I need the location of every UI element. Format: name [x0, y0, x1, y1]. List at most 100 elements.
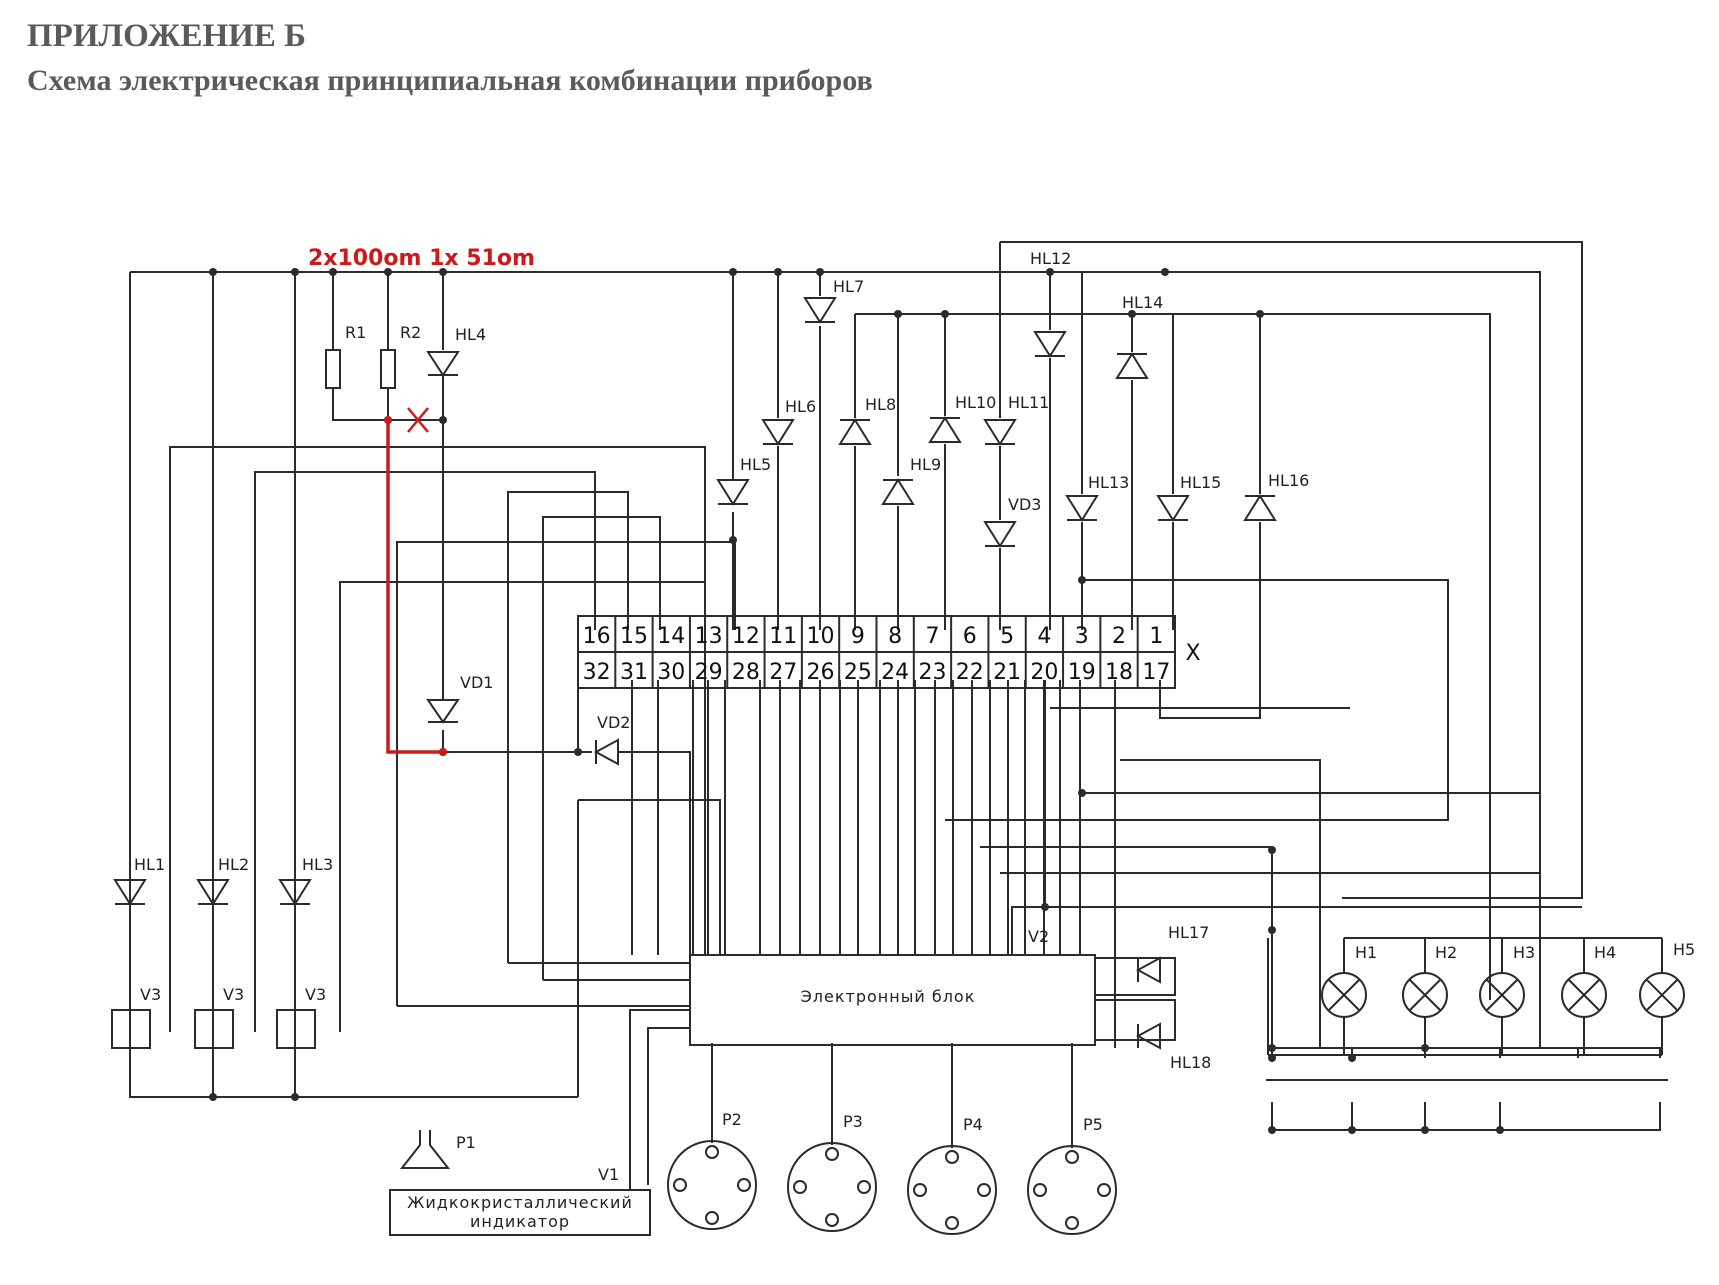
lcd-line2: индикатор	[470, 1212, 570, 1231]
label-v3-3: V3	[305, 985, 326, 1004]
diode-vd1	[426, 699, 460, 724]
label-hl10: HL10	[955, 393, 996, 412]
label-hl3: HL3	[302, 855, 333, 874]
electronic-block	[689, 954, 1096, 1046]
connector-pin-bottom: 29	[695, 660, 723, 685]
sensor-v3-3	[276, 1009, 316, 1049]
connector-pin-top: 9	[851, 624, 865, 649]
connector-pin-top: 15	[620, 624, 648, 649]
label-p1: P1	[456, 1133, 476, 1152]
led-hl9	[881, 478, 915, 505]
connector-pin-top: 6	[963, 624, 977, 649]
diode-vd2	[593, 738, 619, 766]
label-p3: P3	[843, 1112, 863, 1131]
led-hl1	[113, 879, 147, 906]
connector-pin-bottom: 26	[807, 660, 835, 685]
label-h5: H5	[1673, 940, 1695, 959]
label-v2: V2	[1028, 927, 1049, 946]
label-h3: H3	[1513, 943, 1535, 962]
lamp-h3	[1479, 972, 1525, 1018]
led-hl15	[1156, 495, 1190, 522]
led-hl8	[838, 418, 872, 445]
connector-pin-top: 7	[925, 624, 939, 649]
connector-pin-bottom: 30	[657, 660, 685, 685]
led-hl5	[716, 479, 750, 506]
label-hl2: HL2	[218, 855, 249, 874]
gauge-p3	[787, 1142, 877, 1232]
label-hl11: HL11	[1008, 393, 1049, 412]
label-r2: R2	[400, 323, 421, 342]
label-hl17: HL17	[1168, 923, 1209, 942]
label-hl12: HL12	[1030, 249, 1071, 268]
label-hl15: HL15	[1180, 473, 1221, 492]
connector-pin-bottom: 18	[1105, 660, 1133, 685]
connector-pin-top: 16	[583, 624, 611, 649]
connector-pin-top: 12	[732, 624, 760, 649]
label-hl7: HL7	[833, 277, 864, 296]
red-modification	[384, 407, 447, 756]
connector-pin-bottom: 25	[844, 660, 872, 685]
connector-pin-bottom: 28	[732, 660, 760, 685]
led-hl11	[983, 419, 1017, 446]
lamp-h5	[1639, 972, 1685, 1018]
label-hl9: HL9	[910, 455, 941, 474]
connector-pin-bottom: 24	[881, 660, 909, 685]
label-v3-1: V3	[140, 985, 161, 1004]
label-hl16: HL16	[1268, 471, 1309, 490]
connector-pin-top: 2	[1112, 624, 1126, 649]
diode-vd3	[983, 521, 1017, 548]
label-p4: P4	[963, 1115, 983, 1134]
label-r1: R1	[345, 323, 366, 342]
connector-pin-top: 5	[1000, 624, 1014, 649]
connector-pin-top: 13	[695, 624, 723, 649]
connector-pin-bottom: 31	[620, 660, 648, 685]
connector-pin-bottom: 22	[956, 660, 984, 685]
label-hl8: HL8	[865, 395, 896, 414]
connector-x: 1632153114301329122811271026925824723622…	[577, 615, 1176, 689]
diagram-subtitle: Схема электрическая принципиальная комби…	[27, 64, 873, 97]
led-hl18	[1135, 1022, 1161, 1050]
label-p5: P5	[1083, 1115, 1103, 1134]
led-hl2	[196, 879, 230, 906]
led-hl12	[1033, 331, 1067, 358]
label-hl14: HL14	[1122, 293, 1163, 312]
connector-pin-bottom: 27	[769, 660, 797, 685]
label-connector-x: X	[1185, 641, 1200, 666]
label-hl1: HL1	[134, 855, 165, 874]
connector-pin-top: 10	[807, 624, 835, 649]
label-vd3: VD3	[1008, 495, 1041, 514]
lamp-wiring	[1267, 937, 1663, 1056]
led-hl13	[1065, 495, 1099, 522]
connector-pin-top: 8	[888, 624, 902, 649]
label-v1: V1	[598, 1165, 619, 1184]
gauge-p5	[1027, 1145, 1117, 1235]
label-hl6: HL6	[785, 397, 816, 416]
wires	[129, 241, 1668, 1191]
connector-pin-bottom: 21	[993, 660, 1021, 685]
lcd-line1: Жидкокристаллический	[407, 1193, 633, 1212]
gauge-p2	[667, 1140, 757, 1230]
connector-pin-top: 3	[1075, 624, 1089, 649]
led-hl3	[278, 879, 312, 906]
label-hl18: HL18	[1170, 1053, 1211, 1072]
lamp-h2	[1402, 972, 1448, 1018]
connector-pin-top: 1	[1149, 624, 1163, 649]
led-hl17	[1135, 956, 1161, 984]
resistor-r1	[325, 349, 341, 389]
connector-pin-bottom: 32	[583, 660, 611, 685]
label-v3-2: V3	[223, 985, 244, 1004]
label-p2: P2	[722, 1110, 742, 1129]
led-hl16	[1243, 494, 1277, 521]
lcd-indicator	[389, 1189, 651, 1236]
led-hl6	[761, 419, 795, 446]
label-h1: H1	[1355, 943, 1377, 962]
label-h2: H2	[1435, 943, 1457, 962]
label-electronic-block: Электронный блок	[801, 987, 976, 1006]
gauge-p4	[907, 1145, 997, 1235]
label-h4: H4	[1594, 943, 1616, 962]
connector-pin-bottom: 19	[1068, 660, 1096, 685]
label-hl13: HL13	[1088, 473, 1129, 492]
appendix-title: ПРИЛОЖЕНИЕ Б	[27, 18, 306, 54]
speaker-p1	[399, 1130, 451, 1169]
